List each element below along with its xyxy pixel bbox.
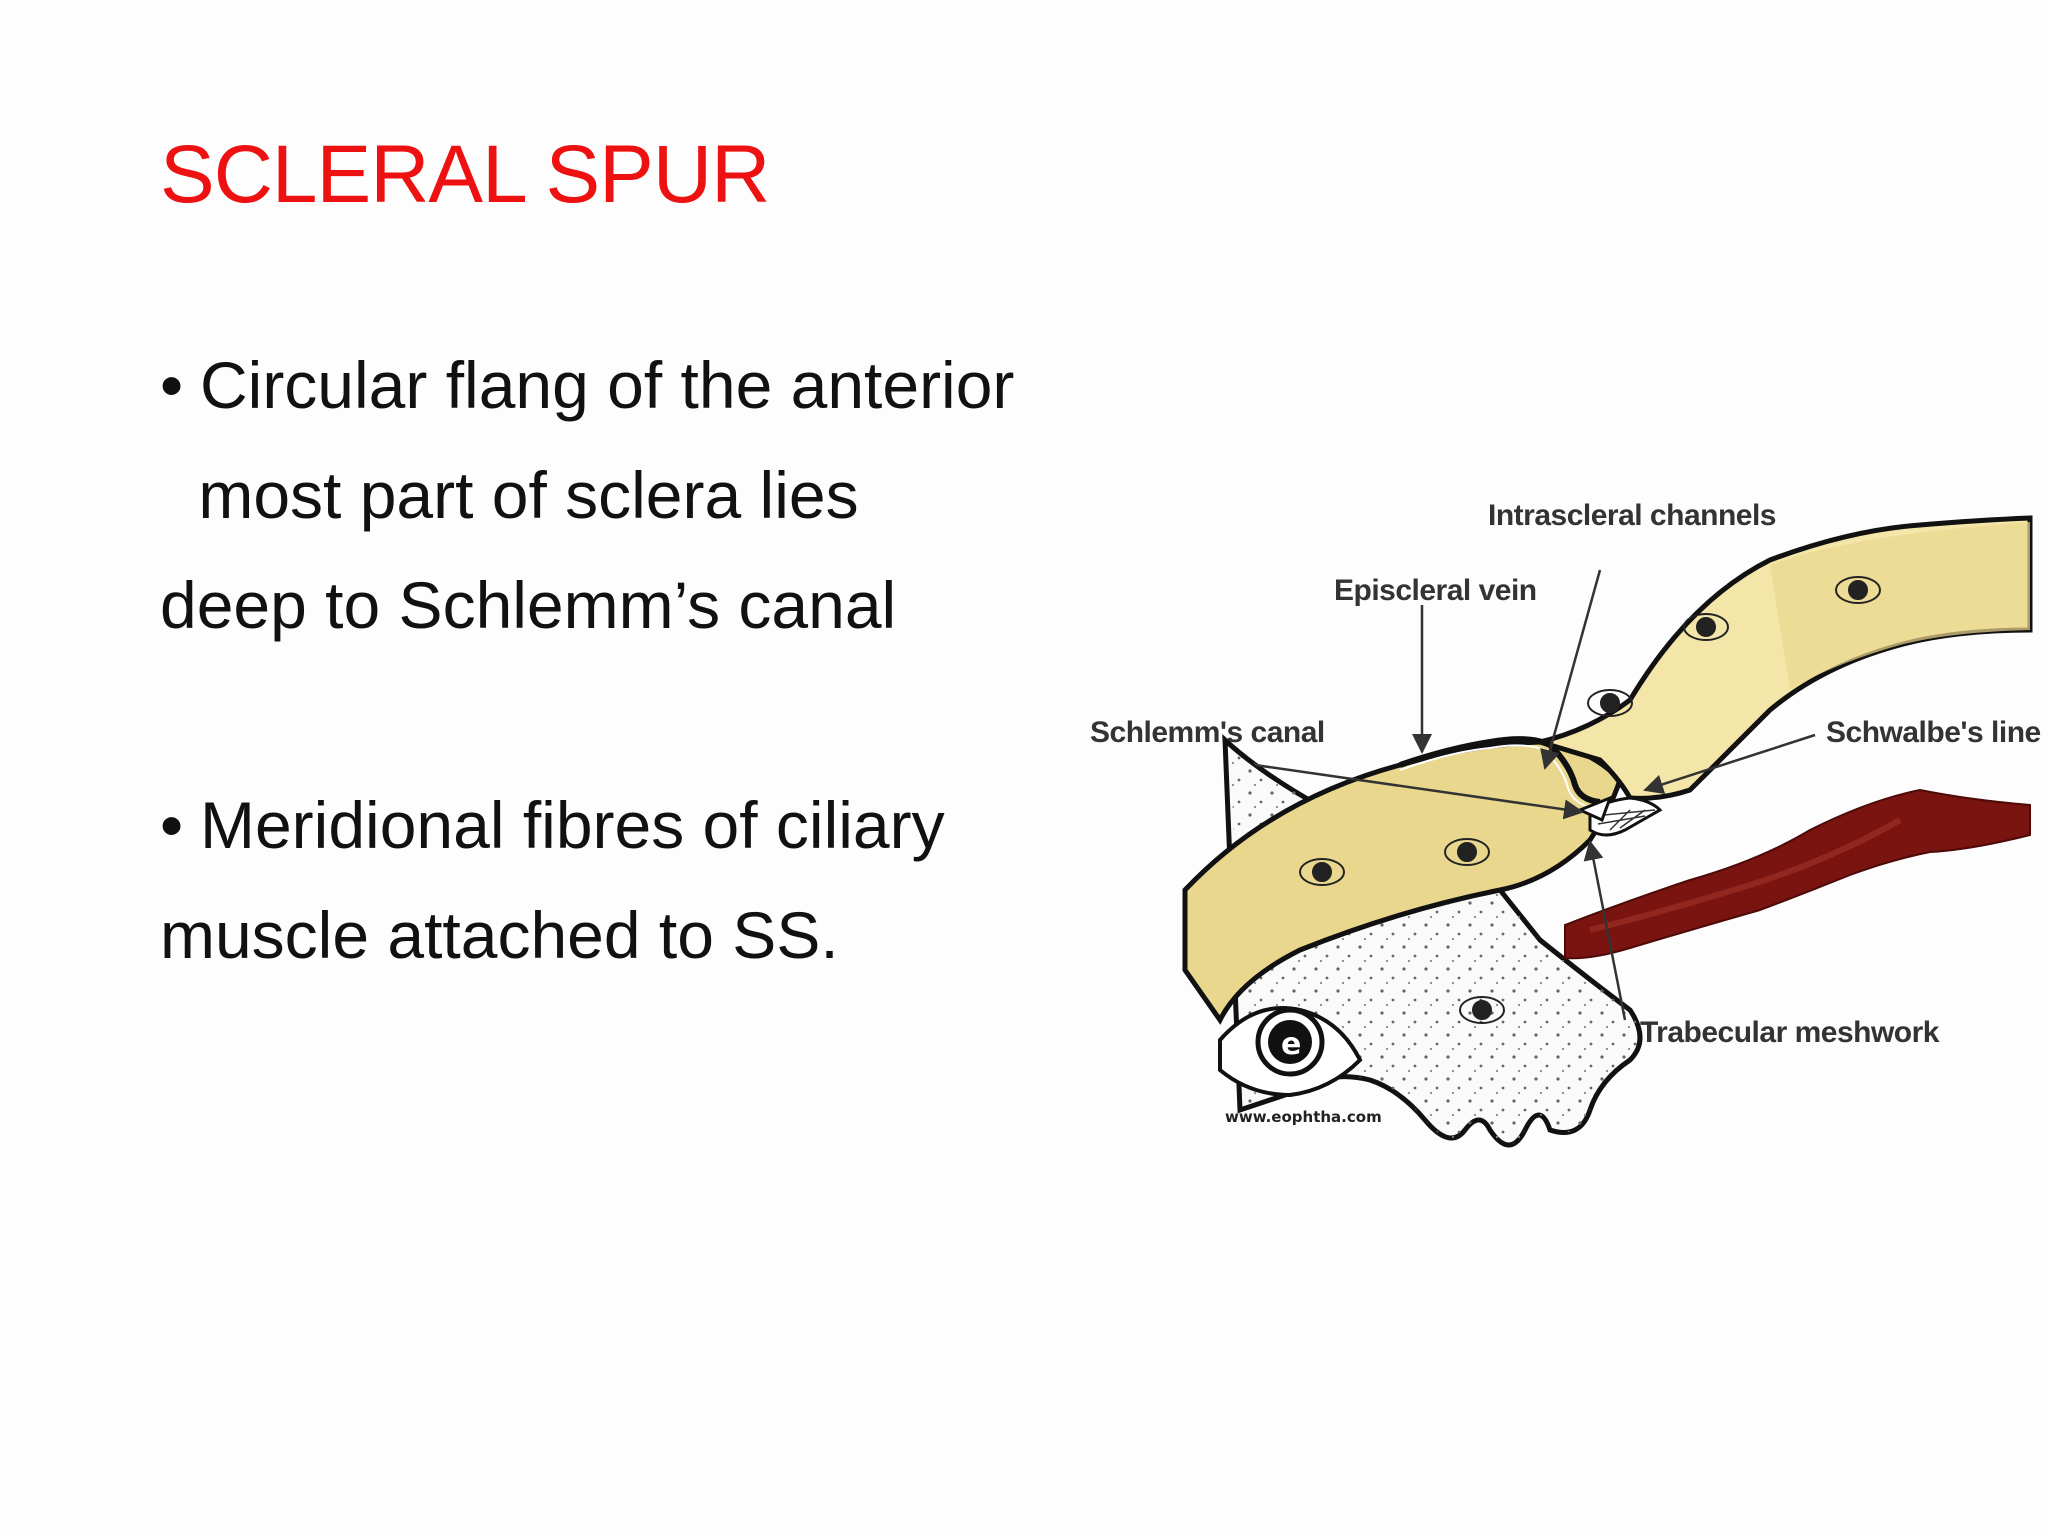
schlemm-canal: [1576, 795, 1613, 823]
bullet-line: Meridional fibres of ciliary: [200, 788, 945, 862]
bullet-item-2: •Meridional fibres of ciliary muscle att…: [160, 770, 1120, 990]
label-episcleral-vein: Episcleral vein: [1334, 574, 1537, 607]
svg-text:e: e: [1281, 1027, 1301, 1062]
bullet-line: muscle attached to SS.: [160, 898, 839, 972]
bullet-item-1: •Circular flang of the anterior most par…: [160, 330, 1120, 660]
trabecular-pointer: [1583, 840, 1627, 1021]
episcleral-vein: [1399, 736, 1601, 805]
label-intrascleral-channels: Intrascleral channels: [1488, 499, 1776, 532]
slide-title: SCLERAL SPUR: [160, 129, 770, 220]
label-schwalbe-line: Schwalbe's line: [1826, 716, 2041, 749]
label-schlemm-canal: Schlemm's canal: [1090, 716, 1325, 749]
scleral-spur-diagram: e www.eophtha.com Intrascleral channels …: [1070, 480, 2048, 1180]
bullet-line: most part of sclera lies: [180, 458, 859, 532]
bullet-marker: •: [160, 788, 184, 862]
intrascleral-pointer: [1540, 569, 1602, 770]
bullet-list: •Circular flang of the anterior most par…: [160, 330, 1120, 990]
bullet-line: Circular flang of the anterior: [200, 348, 1015, 422]
schwalbe-pointer: [1643, 733, 1816, 794]
watermark-seal: [1299, 576, 1881, 1024]
bullet-marker: •: [160, 348, 184, 422]
iris: [1564, 788, 2031, 960]
watermark-text: www.eophtha.com: [1225, 1108, 1382, 1126]
diagram-svg: e www.eophtha.com Intrascleral channels …: [1090, 499, 2041, 1148]
large-logo: e www.eophtha.com: [1218, 1006, 1382, 1126]
schlemm-pointer: [1254, 763, 1584, 820]
bullet-line: deep to Schlemm’s canal: [160, 568, 897, 642]
label-trabecular-meshwork: Trabecular meshwork: [1640, 1016, 1940, 1049]
